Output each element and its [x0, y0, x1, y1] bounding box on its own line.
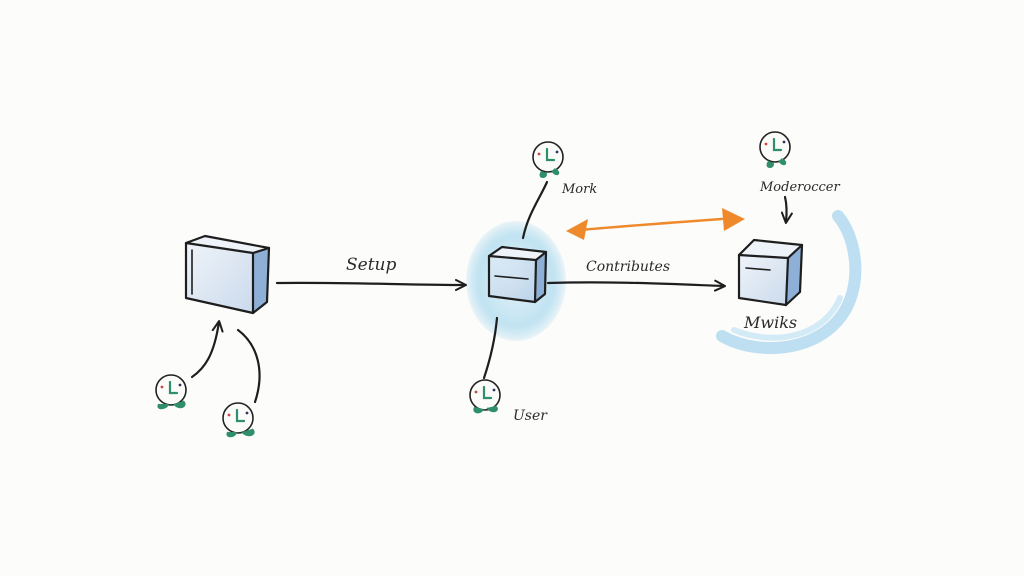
user-clock-icon-left-2 [222, 402, 255, 438]
label-mwiks: Mwiks [743, 313, 797, 332]
label-setup: Setup [346, 255, 396, 275]
orange-double-arrow [566, 208, 745, 240]
label-contributes: Contributes [586, 259, 670, 275]
curve-left-down [236, 328, 261, 404]
user-clock-icon-moderator [759, 131, 791, 168]
line-mork [521, 180, 549, 240]
label-moderator: Moderoccer [759, 180, 840, 195]
box-icon-right [737, 238, 804, 307]
right-watercolor-swash [716, 210, 862, 355]
label-mork: Mork [561, 182, 597, 197]
arrow-moderator-down [780, 195, 793, 224]
box-icon-left [184, 234, 271, 315]
label-user: User [513, 408, 548, 424]
right-watercolor-swash-inner [731, 295, 843, 341]
user-clock-icon-mork [532, 141, 564, 178]
arrow-setup [275, 278, 467, 291]
arrow-left-up [190, 320, 224, 379]
user-clock-icon-user [469, 379, 501, 414]
arrow-contributes [546, 279, 726, 292]
line-user [482, 316, 499, 380]
user-clock-icon-left-1 [155, 374, 187, 410]
box-icon-center [487, 245, 548, 304]
